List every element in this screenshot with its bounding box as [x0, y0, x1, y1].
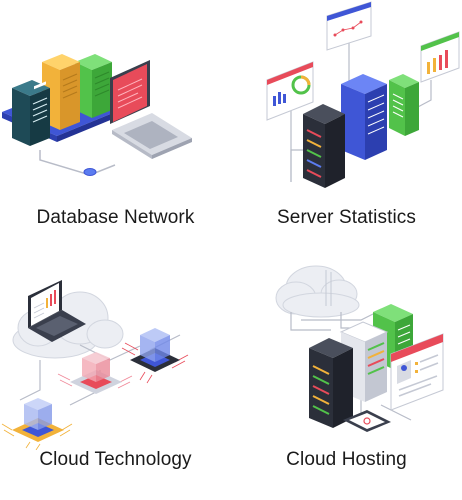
tile-cloud-hosting: Cloud Hosting [231, 250, 462, 500]
tile-caption: Cloud Technology [39, 449, 192, 470]
tile-database-network: Database Network [0, 0, 231, 250]
cloud-hosting-icon [275, 265, 444, 432]
tile-server-statistics: Server Statistics [231, 0, 462, 250]
database-network-icon [2, 54, 192, 176]
tile-caption: Database Network [36, 207, 195, 228]
tile-caption: Cloud Hosting [286, 449, 407, 470]
server-statistics-icon [266, 1, 460, 188]
tile-caption: Server Statistics [277, 207, 416, 228]
tile-cloud-technology: Cloud Technology [0, 250, 231, 500]
cloud-technology-icon [1, 280, 189, 450]
